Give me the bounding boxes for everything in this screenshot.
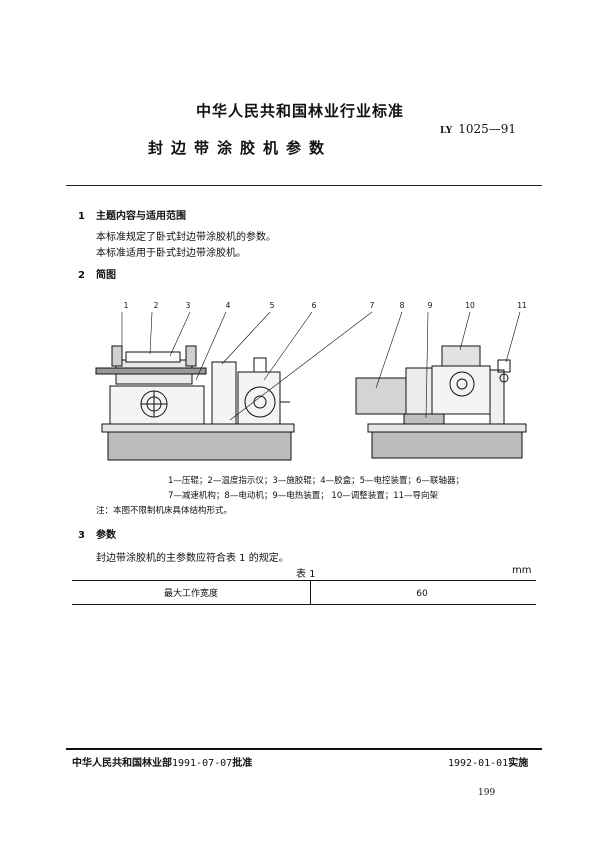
implementation-line: 1992-01-01实施 [448,754,528,769]
figure-note: 注：本图不限制机床具体结构形式。 [96,506,233,516]
implementation-date: 1992-01-01 [448,758,509,769]
callout-6: 6 [312,301,317,310]
standard-code: LY 1025—91 [440,122,516,136]
approval-line: 中华人民共和国林业部1991-07-07批准 [72,754,252,769]
table-unit: mm [512,565,532,576]
table-row-label: 最大工作宽度 [72,581,311,604]
org-title: 中华人民共和国林业行业标准 [195,102,404,120]
standard-number: 1025—91 [458,122,516,136]
callout-10: 10 [465,301,475,310]
footer-divider [66,748,542,750]
callout-3: 3 [186,301,191,310]
callout-2: 2 [154,301,159,310]
figure-callouts: 1 2 3 4 5 6 7 8 9 10 11 [124,301,527,310]
callout-7: 7 [370,301,375,310]
callout-9: 9 [428,301,433,310]
figure-legend-line-2: 7—减速机构；8—电动机；9—电热装置； 10—调整装置；11—导向架 [168,491,439,501]
front-view [95,345,295,461]
section-3-intro: 封边带涂胶机的主参数应符合表 1 的规定。 [96,553,289,564]
callout-1: 1 [124,301,129,310]
implementation-label: 实施 [508,758,529,769]
section-1-paragraph-1: 本标准规定了卧式封边带涂胶机的参数。 [96,232,276,243]
parameter-table: 最大工作宽度 60 [72,580,536,605]
page-number: 199 [478,788,496,798]
approve-label: 批准 [232,758,253,769]
callout-5: 5 [270,301,275,310]
issuer: 中华人民共和国林业部 [72,758,172,769]
approve-date: 1991-07-07 [172,758,233,769]
callout-8: 8 [400,301,405,310]
section-1-paragraph-2: 本标准适用于卧式封边带涂胶机。 [96,248,246,259]
standard-prefix: LY [440,126,453,136]
header-divider [66,185,542,186]
machine-diagram: 1 2 3 4 5 6 7 8 9 10 11 [95,301,527,461]
callout-4: 4 [226,301,231,310]
side-view [355,345,527,459]
figure-legend-line-1: 1—压辊；2—温度指示仪；3—施胶辊；4—胶盒；5—电控装置；6—联轴器； [168,476,464,486]
document-title: 封边带涂胶机参数 [148,139,333,157]
callout-11: 11 [517,301,527,310]
leader-lines [121,311,521,421]
table-row-value: 60 [416,589,428,599]
table-row: 最大工作宽度 60 [72,581,536,604]
table-title: 表 1 [296,569,316,580]
